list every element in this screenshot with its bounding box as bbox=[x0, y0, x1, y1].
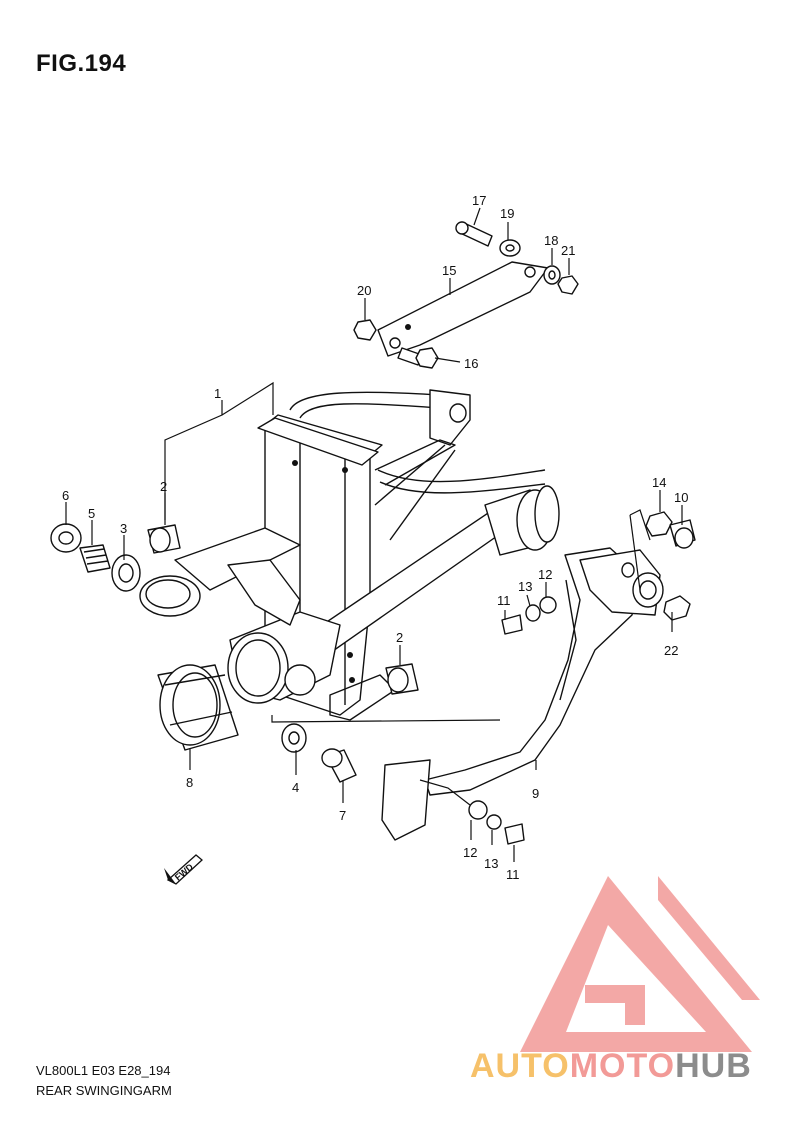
callout-20: 20 bbox=[357, 283, 371, 298]
callout-8: 8 bbox=[186, 775, 193, 790]
leader-lines bbox=[65, 207, 683, 862]
hardware-parts bbox=[50, 221, 696, 845]
callout-11: 11 bbox=[506, 867, 520, 882]
callout-21: 21 bbox=[561, 243, 575, 258]
callout-22: 22 bbox=[664, 643, 678, 658]
callout-14: 14 bbox=[652, 475, 666, 490]
callout-16: 16 bbox=[464, 356, 478, 371]
callout-4: 4 bbox=[292, 780, 299, 795]
callout-2: 2 bbox=[396, 630, 403, 645]
callout-11: 11 bbox=[497, 593, 511, 608]
callout-labels: 1 2 2 3 4 5 6 7 8 9 10 11 11 12 12 13 13… bbox=[62, 193, 688, 882]
callout-3: 3 bbox=[120, 521, 127, 536]
callout-13: 13 bbox=[484, 856, 498, 871]
callout-13: 13 bbox=[518, 579, 532, 594]
callout-15: 15 bbox=[442, 263, 456, 278]
callout-12: 12 bbox=[538, 567, 552, 582]
torque-rod bbox=[377, 261, 549, 357]
forward-arrow-icon: FWD bbox=[164, 854, 203, 885]
callout-10: 10 bbox=[674, 490, 688, 505]
watermark-part-hub: HUB bbox=[675, 1047, 752, 1085]
swingarm-frame bbox=[139, 389, 560, 721]
callout-1: 1 bbox=[214, 386, 221, 401]
model-code: VL800L1 E03 E28_194 bbox=[36, 1063, 171, 1078]
callout-17: 17 bbox=[472, 193, 486, 208]
callout-2: 2 bbox=[160, 479, 167, 494]
watermark-logo bbox=[520, 876, 760, 1052]
callout-7: 7 bbox=[339, 808, 346, 823]
section-name: REAR SWINGINGARM bbox=[36, 1083, 172, 1098]
rubber-boot bbox=[157, 664, 239, 751]
callout-6: 6 bbox=[62, 488, 69, 503]
watermark-brand: AUTOMOTOHUB bbox=[470, 1047, 752, 1086]
callout-9: 9 bbox=[532, 786, 539, 801]
callout-5: 5 bbox=[88, 506, 95, 521]
callout-19: 19 bbox=[500, 206, 514, 221]
figure-title: FIG.194 bbox=[36, 50, 127, 77]
watermark-part-moto: MOTO bbox=[569, 1047, 676, 1085]
watermark-part-auto: AUTO bbox=[470, 1047, 570, 1085]
callout-18: 18 bbox=[544, 233, 558, 248]
callout-12: 12 bbox=[463, 845, 477, 860]
brake-torque-bracket bbox=[381, 547, 664, 841]
